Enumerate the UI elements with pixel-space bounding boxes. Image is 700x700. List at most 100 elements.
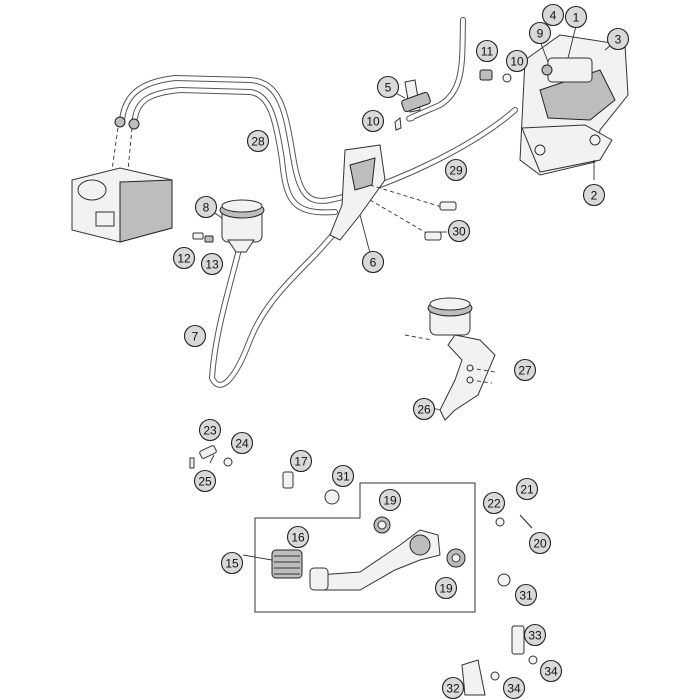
callout-number: 13 [205,258,219,272]
callout-circle [193,469,217,493]
brake-pedal-frame [254,482,476,613]
callout-number: 19 [439,582,453,596]
callout-circle [183,324,207,348]
callout-circle [361,250,385,274]
callout-circle [528,531,552,555]
callout-circle [289,449,313,473]
callout-number: 31 [336,470,350,484]
callout-bearing: 19 [434,576,458,600]
callout-circle [541,3,565,27]
callout-circle [444,158,468,182]
callout-master-cylinder: 26 [412,397,436,421]
brake-hose-lower [209,212,353,388]
callout-circle [220,551,244,575]
callout-switch-bracket: 32 [441,676,465,700]
callout-circle [539,659,563,683]
callout-circle [246,129,270,153]
callout-nut: 22 [482,491,506,515]
callout-number: 34 [507,682,521,696]
callout-circle [515,477,539,501]
callout-circle [447,219,471,243]
callout-number: 10 [366,115,380,129]
callout-number: 29 [449,164,463,178]
callout-number: 20 [533,537,547,551]
callout-screw: 34 [539,659,563,683]
callout-circle [582,183,606,207]
callout-circle [528,21,552,45]
callout-number: 4 [550,9,557,23]
callout-number: 8 [203,201,210,215]
callout-number: 11 [481,45,494,59]
callout-screw: 23 [198,418,222,442]
callout-seal-ring: 10 [361,109,385,133]
callout-brake-line-upper: 28 [246,129,270,153]
callout-number: 23 [203,424,217,438]
callout-brake-caliper-body: 1 [564,5,588,29]
fluid-reservoir [219,199,265,253]
callout-circle [434,576,458,600]
callout-bushing: 13 [200,252,224,276]
callout-circle [502,676,526,700]
callout-screw: 12 [172,246,196,270]
callout-pedal-spring: 16 [286,525,310,549]
callout-brake-hose-lower: 7 [183,324,207,348]
callout-circle [475,39,499,63]
callout-circle [564,5,588,29]
callout-pivot-bolt: 17 [289,449,313,473]
callout-seal-ring: 10 [505,49,529,73]
callout-circle [172,246,196,270]
callout-number: 2 [591,189,598,203]
callout-number: 24 [235,437,249,451]
callout-circle [194,195,218,219]
callout-number: 6 [370,256,377,270]
callout-number: 31 [519,589,533,603]
brake-caliper-assembly [519,34,629,176]
callout-number: 34 [544,665,558,679]
bearings [373,516,466,568]
callout-number: 3 [615,33,622,47]
callout-number: 7 [192,330,199,344]
callout-number: 19 [383,494,397,508]
callout-number: 25 [198,475,212,489]
callout-number: 12 [177,252,191,266]
callout-bleeder-valve: 9 [528,21,552,45]
callout-screw: 34 [502,676,526,700]
callout-number: 15 [225,557,239,571]
callout-screw: 21 [515,477,539,501]
callout-circle [361,109,385,133]
callout-bleeder-cap: 11 [475,39,499,63]
callout-number: 32 [446,682,460,696]
callout-banjo-fitting: 5 [376,75,400,99]
callout-circle [441,676,465,700]
fasteners [189,445,538,696]
callout-return-spring: 20 [528,531,552,555]
callout-number: 16 [291,531,305,545]
callout-number: 26 [417,403,431,417]
callout-circle [505,49,529,73]
callout-circle [514,583,538,607]
brake-line-upper [119,75,518,216]
brake-line-clamp [329,144,457,241]
callout-circle [523,623,547,647]
callout-fluid-reservoir: 8 [194,195,218,219]
callout-caliper-housing: 3 [606,27,630,51]
callout-pin: 25 [193,469,217,493]
callout-circle [200,252,224,276]
callout-number: 9 [537,27,544,41]
callout-number: 17 [294,455,308,469]
brake-line-caliper [406,17,466,122]
callout-brake-line-clamp: 6 [361,250,385,274]
bleeder-cap [479,69,493,81]
callout-number: 27 [518,364,532,378]
callout-number: 21 [520,483,534,497]
callout-circle [286,525,310,549]
pedal-spring [271,549,303,579]
callout-brake-line-caliper: 29 [444,158,468,182]
callout-number: 10 [510,55,524,69]
callout-circle [412,397,436,421]
brake-pedal [309,529,441,591]
callout-washer: 24 [230,431,254,455]
